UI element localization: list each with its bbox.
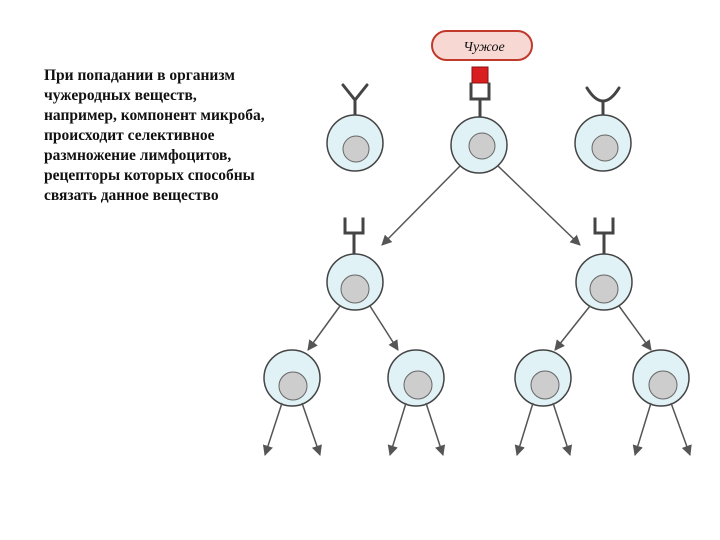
antigen-label-pill: Чужое <box>431 30 533 61</box>
antigen-square <box>471 66 489 84</box>
square-receptor-icon <box>469 82 491 119</box>
cell-nucleus <box>589 274 619 304</box>
arrow-to-gen3-4 <box>425 402 446 456</box>
description-line-7: связать данное вещество <box>44 187 219 204</box>
lymphocyte-clone-left <box>326 217 384 311</box>
arrow-to-gen2-2 <box>369 305 399 351</box>
lymphocyte-gen2-3 <box>514 349 572 407</box>
lymphocyte-cell-right <box>574 86 632 172</box>
arrow-to-clone-right <box>497 165 581 246</box>
lymphocyte-gen2-4 <box>632 349 690 407</box>
arrow-to-gen3-8 <box>670 402 692 456</box>
description-line-1: При попадании в организм <box>44 67 235 84</box>
description-text: При попадании в организм чужеродных веще… <box>44 66 324 206</box>
antigen-pill-shape <box>431 30 533 61</box>
cup-receptor-icon <box>585 86 621 118</box>
description-line-6: рецепторы которых способны <box>44 167 255 184</box>
description-line-3: например, компонент микроба, <box>44 107 265 124</box>
arrow-to-clone-left <box>381 165 461 246</box>
square-receptor-icon <box>343 217 365 254</box>
arrow-to-gen3-5 <box>514 402 534 457</box>
description-line-2: чужеродных веществ, <box>44 87 197 104</box>
arrow-to-gen2-1 <box>307 305 341 351</box>
cell-nucleus <box>340 274 370 304</box>
arrow-to-gen2-3 <box>554 305 591 351</box>
cell-nucleus <box>468 132 496 160</box>
y-receptor-icon <box>341 83 369 118</box>
cell-nucleus <box>278 371 308 401</box>
antigen-label-text: Чужое <box>463 40 504 55</box>
arrow-to-gen3-6 <box>552 402 573 456</box>
description-line-4: происходит селективное <box>44 127 215 144</box>
arrow-to-gen3-2 <box>301 402 322 456</box>
lymphocyte-cell-selected <box>450 82 508 174</box>
lymphocyte-gen2-1 <box>263 349 321 407</box>
arrow-to-gen2-4 <box>618 305 652 351</box>
lymphocyte-cell-left <box>326 83 384 172</box>
cell-nucleus <box>530 370 560 400</box>
square-receptor-icon <box>593 217 615 254</box>
arrow-to-gen3-7 <box>632 402 652 457</box>
arrow-to-gen3-3 <box>387 402 407 457</box>
lymphocyte-gen2-2 <box>387 349 445 407</box>
lymphocyte-clone-right <box>575 217 633 311</box>
cell-nucleus <box>591 134 619 162</box>
arrow-to-gen3-1 <box>262 402 283 456</box>
cell-nucleus <box>403 370 433 400</box>
description-line-5: размножение лимфоцитов, <box>44 147 232 164</box>
cell-nucleus <box>342 135 370 163</box>
cell-nucleus <box>648 370 678 400</box>
